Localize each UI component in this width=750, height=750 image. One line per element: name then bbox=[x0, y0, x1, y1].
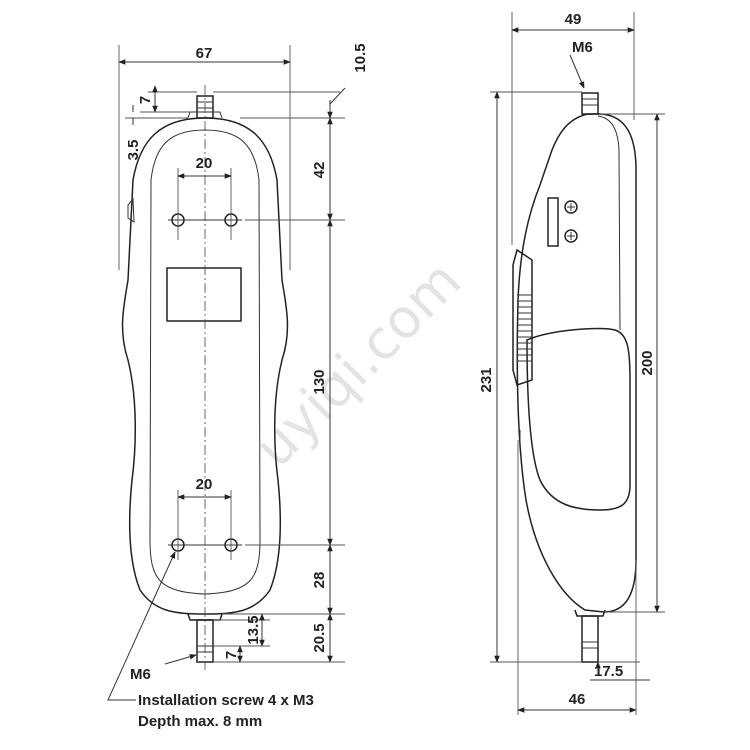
side-top-cap bbox=[581, 92, 599, 115]
note-depth: Depth max. 8 mm bbox=[138, 713, 262, 730]
side-view: 49 M6 231 200 17.5 46 bbox=[478, 11, 665, 715]
dim-bottom-collar: 13.5 bbox=[245, 615, 262, 644]
switch-slot bbox=[547, 197, 559, 247]
dim-middle-section: 130 bbox=[311, 369, 328, 394]
label-thread-bottom: M6 bbox=[130, 666, 151, 683]
side-button bbox=[127, 197, 135, 223]
front-view: 67 20 20 10.5 7 3.5 42 130 28 20.5 13.5 … bbox=[107, 43, 369, 730]
dim-upper-hole-spacing: 20 bbox=[196, 155, 213, 172]
side-bottom-stub bbox=[581, 615, 599, 663]
dim-side-bottom-width: 46 bbox=[569, 691, 586, 708]
watermark: uyiqi.com bbox=[243, 249, 473, 479]
dim-bottom-stub: 7 bbox=[223, 651, 240, 659]
side-grip-pad bbox=[526, 327, 631, 511]
screw-lower-icon bbox=[564, 229, 578, 243]
dim-width-offset: 10.5 bbox=[352, 43, 369, 72]
dim-side-top-width: 49 bbox=[565, 11, 582, 28]
dim-lower-hole-spacing: 20 bbox=[196, 476, 213, 493]
dim-lower-section: 28 bbox=[311, 572, 328, 589]
dim-top-offset: 3.5 bbox=[125, 140, 142, 161]
knurled-wheel bbox=[512, 248, 533, 386]
dim-upper-section: 42 bbox=[311, 162, 328, 179]
note-installation-screw: Installation screw 4 x M3 bbox=[138, 692, 314, 709]
display-window bbox=[166, 267, 242, 322]
dim-total-height: 231 bbox=[478, 367, 495, 392]
label-thread-top: M6 bbox=[572, 39, 593, 56]
dim-body-height: 200 bbox=[639, 350, 656, 375]
dim-bottom-cap: 20.5 bbox=[311, 623, 328, 652]
dim-front-width: 67 bbox=[196, 45, 213, 62]
dim-bottom-offset: 17.5 bbox=[594, 663, 623, 680]
screw-upper-icon bbox=[564, 200, 578, 214]
dim-top-cap: 7 bbox=[137, 96, 154, 104]
side-body-outline bbox=[516, 113, 637, 613]
